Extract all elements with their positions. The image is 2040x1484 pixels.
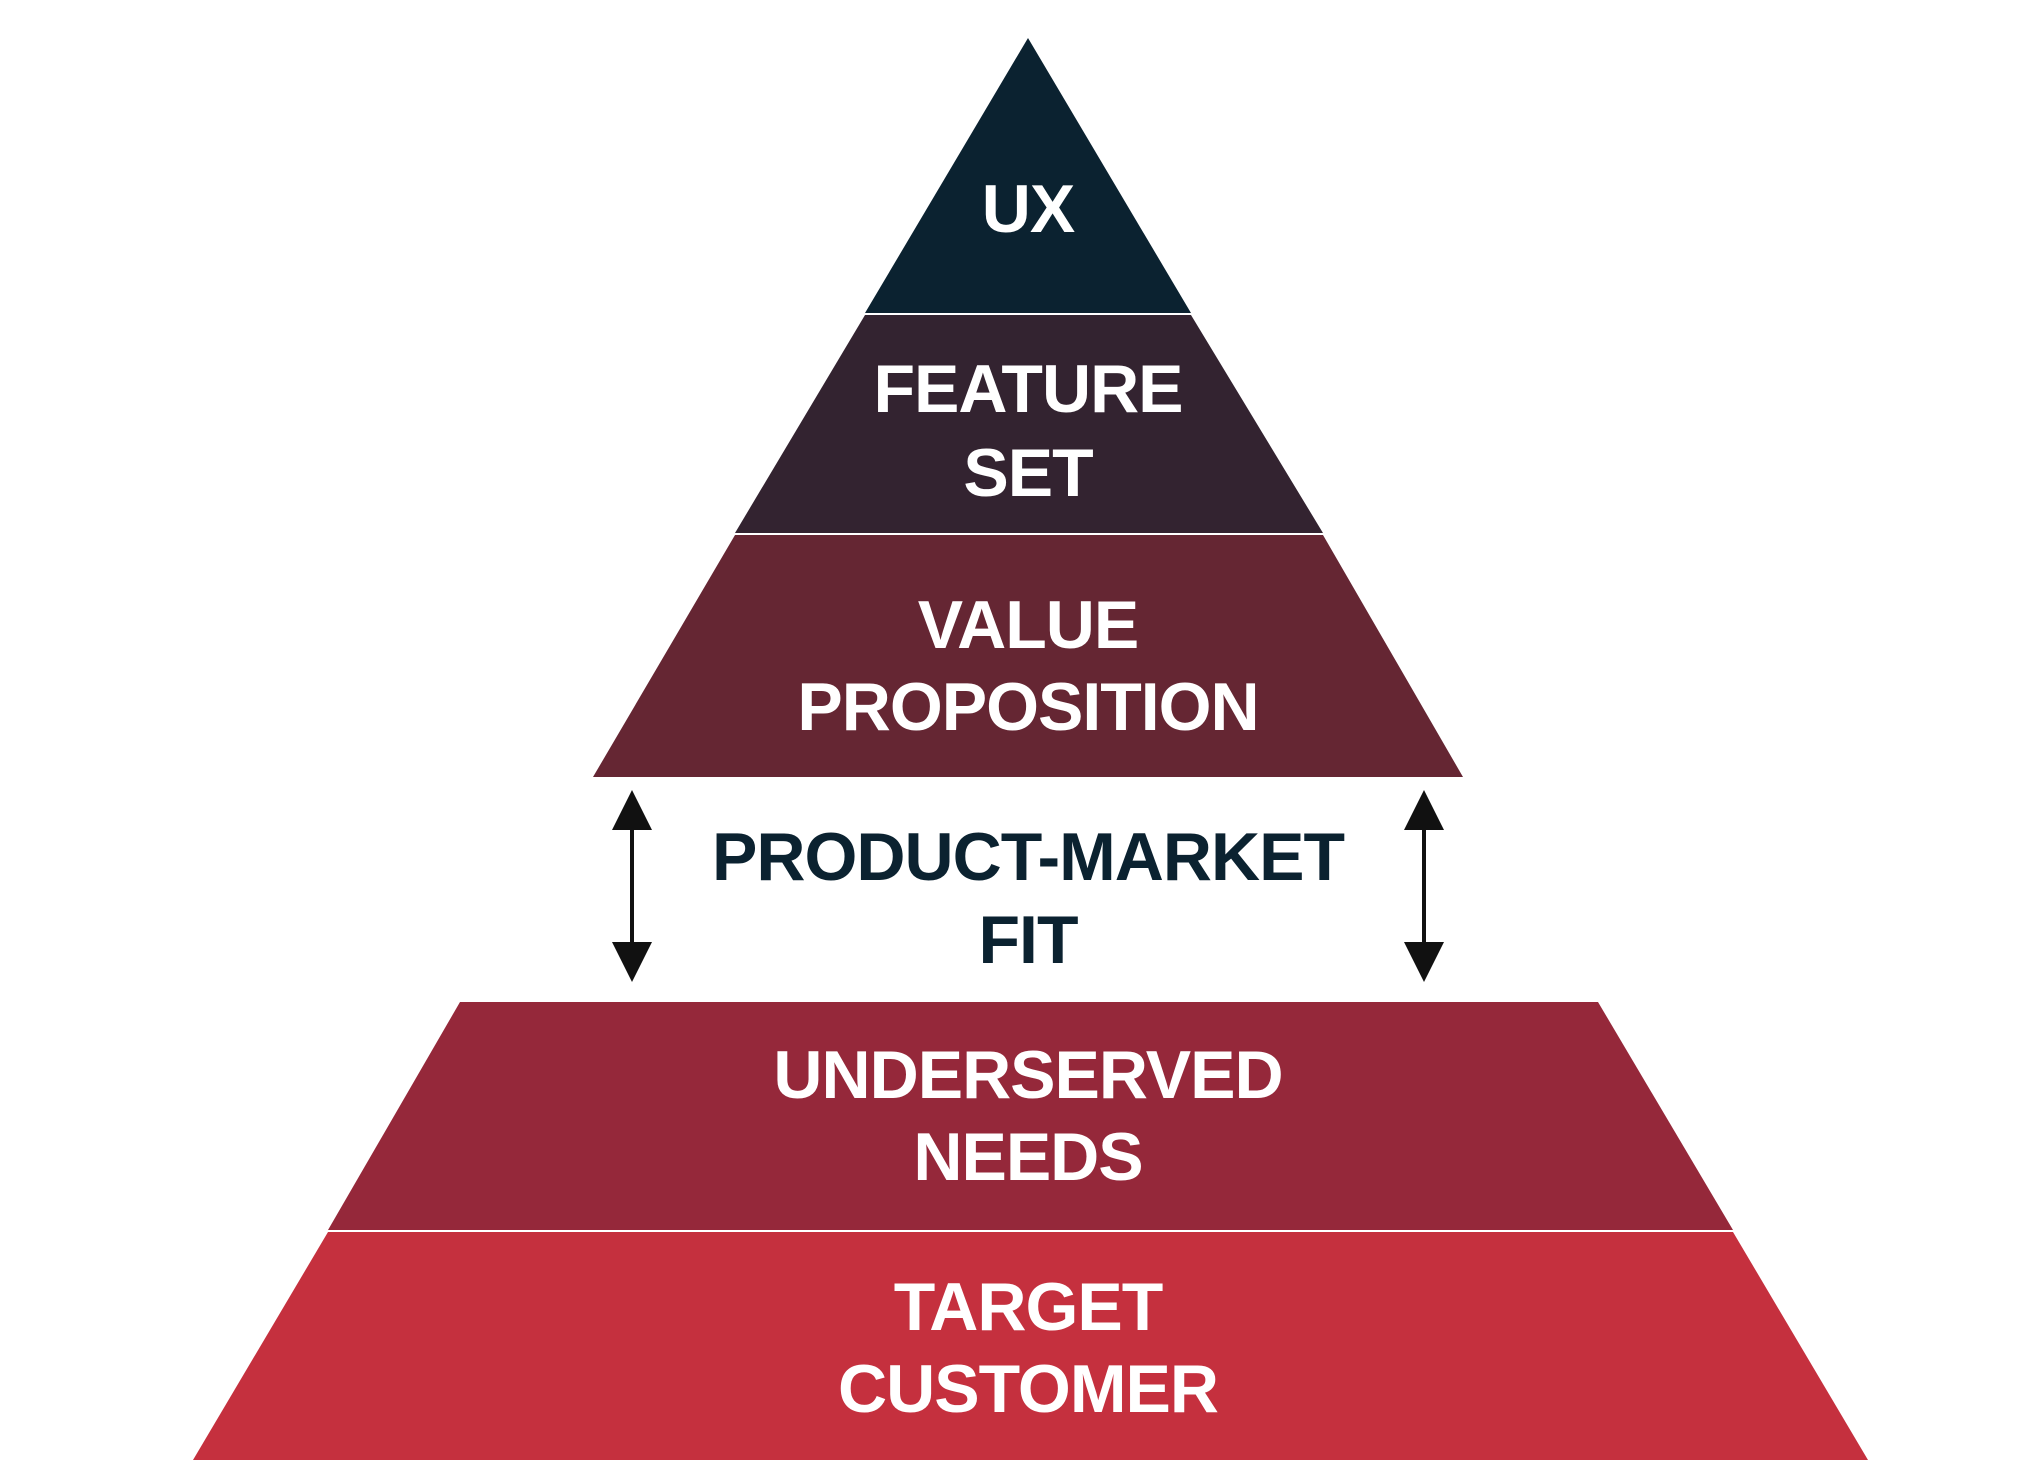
tier-feature-set-shape bbox=[735, 315, 1323, 533]
tier-ux-label: UX bbox=[982, 171, 1075, 247]
tier-feature-set-label-line1: FEATURE bbox=[873, 351, 1182, 427]
fit-label-line1: PRODUCT-MARKET bbox=[712, 819, 1344, 895]
tier-underserved-needs-label-line1: UNDERSERVED bbox=[773, 1037, 1282, 1113]
tier-value-proposition-shape bbox=[593, 535, 1463, 777]
tier-value-proposition-label-line2: PROPOSITION bbox=[797, 669, 1258, 745]
tier-target-customer-shape bbox=[193, 1232, 1868, 1460]
tier-underserved-needs-shape bbox=[328, 1002, 1733, 1230]
tier-underserved-needs-label-line2: NEEDS bbox=[913, 1119, 1142, 1195]
fit-label-line2: FIT bbox=[979, 902, 1078, 978]
tier-target-customer-label-line2: CUSTOMER bbox=[838, 1351, 1218, 1427]
tier-target-customer-label-line1: TARGET bbox=[894, 1269, 1163, 1345]
tier-ux-shape bbox=[865, 38, 1191, 313]
tier-value-proposition-label-line1: VALUE bbox=[918, 587, 1138, 663]
tier-feature-set-label-line2: SET bbox=[963, 435, 1093, 511]
